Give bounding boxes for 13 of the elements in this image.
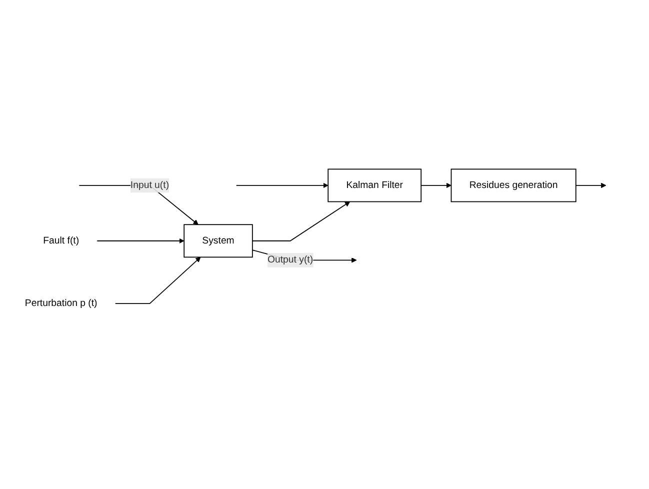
edge-label: Output y(t)	[267, 254, 314, 265]
edge-label: Input u(t)	[130, 180, 170, 190]
node-box: Kalman Filter	[328, 168, 422, 202]
node-text: Perturbation p (t)	[24, 298, 98, 308]
node-box: Residues generation	[450, 168, 576, 202]
arrow	[114, 256, 201, 304]
arrow	[575, 182, 606, 188]
arrow	[252, 201, 350, 242]
arrow	[96, 238, 184, 244]
arrow	[420, 182, 452, 188]
node-text: Fault f(t)	[43, 235, 80, 246]
node-box: System	[184, 224, 253, 258]
arrow	[236, 182, 328, 188]
